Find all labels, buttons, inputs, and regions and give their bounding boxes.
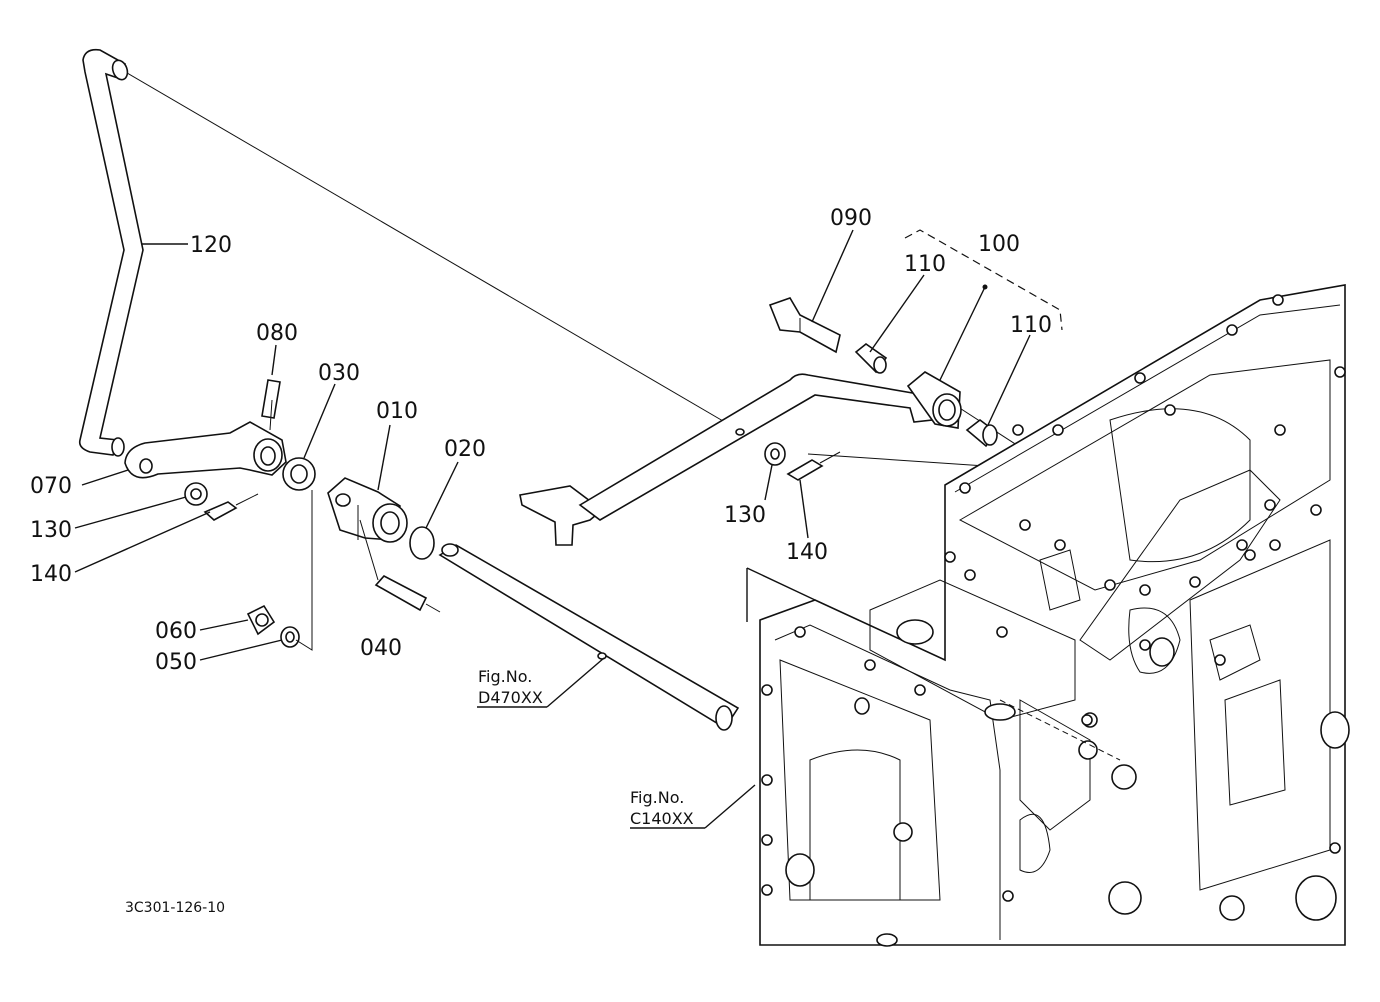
label-090: 090 [830, 206, 872, 231]
assembly-line [295, 490, 313, 651]
label-020: 020 [444, 437, 486, 462]
ref-c140-line2: C140XX [630, 809, 694, 828]
label-080: 080 [256, 321, 298, 346]
label-040: 040 [360, 636, 402, 661]
bushing-110-right [965, 418, 998, 448]
case-bolt-holes [761, 294, 1346, 902]
rod-120 [78, 48, 144, 457]
ref-c140-line1: Fig.No. [630, 788, 684, 807]
bolt-040 [359, 519, 441, 613]
label-100: 100 [978, 232, 1020, 257]
leader-lines [74, 229, 1031, 829]
label-140-left: 140 [30, 562, 72, 587]
figure-references: Fig.No. D470XX Fig.No. C140XX [478, 667, 694, 828]
bolt-090 [768, 297, 841, 354]
alignment-line [121, 69, 736, 429]
group-bracket-100 [904, 229, 1063, 331]
label-060: 060 [155, 619, 197, 644]
boss-100 [906, 284, 988, 429]
part-labels: 010 020 030 040 050 060 070 080 090 100 … [30, 206, 1052, 675]
o-ring-020 [409, 526, 435, 560]
label-070: 070 [30, 474, 72, 499]
label-130-left: 130 [30, 518, 72, 543]
washer-050 [280, 626, 300, 648]
ref-d470-line2: D470XX [478, 688, 543, 707]
washer-130-left [184, 482, 208, 506]
pin-080 [261, 379, 281, 431]
label-030: 030 [318, 361, 360, 386]
transmission-case [759, 284, 1350, 947]
label-130-right: 130 [724, 503, 766, 528]
nut-060 [246, 604, 276, 636]
ref-d470-line1: Fig.No. [478, 667, 532, 686]
boss-010 [327, 477, 408, 543]
lever-070 [124, 421, 287, 479]
washer-130-right [764, 442, 786, 466]
label-120: 120 [190, 233, 232, 258]
label-110-upper: 110 [904, 252, 946, 277]
drawing-code: 3C301-126-10 [125, 900, 225, 916]
label-050: 050 [155, 650, 197, 675]
bushing-110-left [854, 343, 888, 374]
bushing-030 [282, 457, 316, 491]
pedal-lever [519, 373, 933, 546]
label-140-right: 140 [786, 540, 828, 565]
cotter-pin-140-left [203, 493, 259, 521]
cotter-pin-140-right [786, 451, 841, 481]
label-010: 010 [376, 399, 418, 424]
label-110-lower: 110 [1010, 313, 1052, 338]
